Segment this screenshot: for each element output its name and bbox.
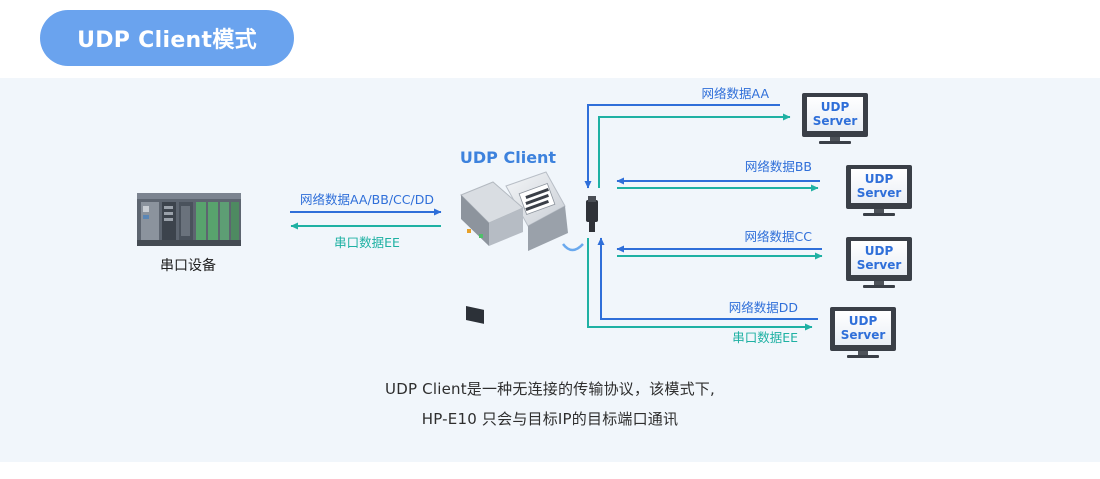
module-label: UDP Client	[460, 148, 557, 167]
trunk-blue-top	[584, 104, 780, 189]
server-dd-serial-label: 串口数据EE	[732, 330, 798, 345]
server-4-label-line2: Server	[841, 328, 886, 342]
server-1-label-line2: Server	[813, 114, 858, 128]
server-aa-data-label: 网络数据AA	[702, 86, 770, 101]
trunk-teal-top	[598, 113, 791, 188]
caption-line-2: HP-E10 只会与目标IP的目标端口通讯	[421, 410, 679, 428]
left-network-label: 网络数据AA/BB/CC/DD	[300, 192, 434, 207]
udp-server-monitor-2: UDP Server	[846, 165, 912, 216]
trunk-blue-bottom	[597, 237, 818, 320]
mode-title: UDP Client模式	[77, 28, 257, 53]
ethernet-plug-icon	[586, 196, 598, 232]
left-serial-label: 串口数据EE	[334, 235, 400, 250]
udp-server-monitor-1: UDP Server	[802, 93, 868, 144]
server-bb-data-label: 网络数据BB	[745, 159, 812, 174]
module-connect-icon	[562, 243, 584, 252]
udp-client-module-icon	[460, 171, 568, 324]
diagram-panel	[0, 78, 1100, 462]
server-3-label-line2: Server	[857, 258, 902, 272]
server-1-label-line1: UDP	[821, 100, 850, 114]
left-link	[290, 208, 442, 230]
udp-server-monitor-4: UDP Server	[830, 307, 896, 358]
server-dd-data-label: 网络数据DD	[729, 300, 798, 315]
serial-device-icon	[137, 193, 241, 246]
server-2-label-line2: Server	[857, 186, 902, 200]
serial-device-label: 串口设备	[160, 257, 216, 274]
trunk-teal-bottom	[587, 238, 813, 331]
server-3-label-line1: UDP	[865, 244, 894, 258]
server-4-label-line1: UDP	[849, 314, 878, 328]
server-cc-data-label: 网络数据CC	[745, 229, 813, 244]
mode-title-badge: UDP Client模式	[40, 10, 294, 66]
udp-server-monitor-3: UDP Server	[846, 237, 912, 288]
server-2-label-line1: UDP	[865, 172, 894, 186]
caption-line-1: UDP Client是一种无连接的传输协议，该模式下,	[385, 380, 715, 398]
